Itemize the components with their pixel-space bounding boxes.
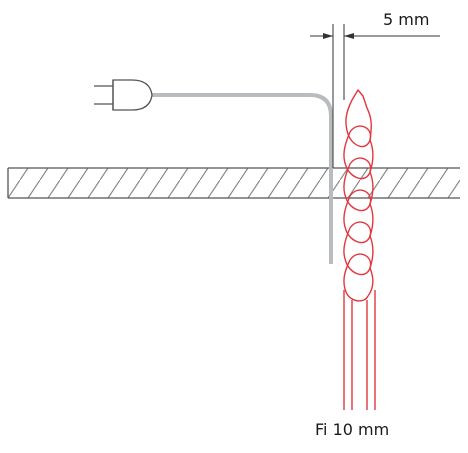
cable (150, 93, 333, 264)
diameter-label: Fi 10 mm (315, 420, 390, 439)
plug-icon (94, 79, 153, 111)
gap-dimension (310, 24, 440, 168)
drill-bit-icon (343, 89, 376, 410)
gap-label: 5 mm (383, 10, 430, 29)
wall-section (7, 167, 460, 199)
